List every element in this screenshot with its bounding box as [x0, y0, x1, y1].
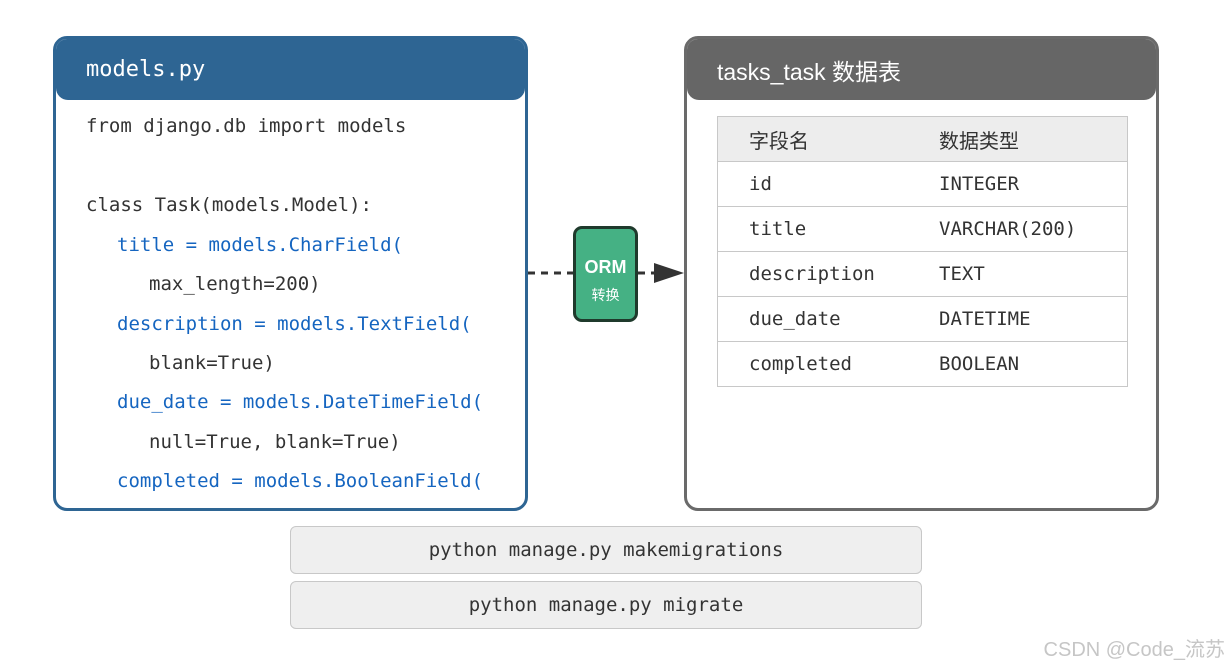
code-line-completed-field: completed = models.BooleanField(	[117, 470, 484, 492]
header-data-type: 数据类型	[939, 116, 1128, 162]
table-header-row: 字段名 数据类型	[717, 116, 1128, 162]
code-line-import: from django.db import models	[86, 115, 407, 137]
makemigrations-command-text: python manage.py makemigrations	[428, 539, 784, 561]
models-py-panel: models.py from django.db import models c…	[53, 36, 528, 511]
migrate-command-text: python manage.py migrate	[468, 594, 744, 616]
makemigrations-command: python manage.py makemigrations	[290, 526, 922, 574]
orm-title: ORM	[584, 257, 627, 277]
code-line-class: class Task(models.Model):	[86, 194, 372, 216]
field-name-cell: completed	[717, 341, 939, 387]
data-type-cell: INTEGER	[939, 161, 1128, 207]
table-row: due_date DATETIME	[717, 296, 1128, 342]
schema-table: 字段名 数据类型 id INTEGER title VARCHAR(200) d…	[717, 116, 1128, 387]
orm-box: ORM 转换	[573, 226, 638, 322]
field-name-cell: due_date	[717, 296, 939, 342]
orm-subtitle: 转换	[591, 288, 620, 304]
models-panel-header: models.py	[56, 39, 525, 100]
database-table-panel: tasks_task 数据表 字段名 数据类型 id INTEGER title…	[684, 36, 1159, 511]
table-panel-header: tasks_task 数据表	[687, 39, 1156, 100]
code-line-due-date-field: due_date = models.DateTimeField(	[117, 391, 484, 413]
data-type-cell: DATETIME	[939, 296, 1128, 342]
table-panel-title: tasks_task 数据表	[717, 58, 902, 85]
code-line-title-arg: max_length=200)	[149, 273, 321, 295]
code-line-title-field: title = models.CharField(	[117, 234, 403, 256]
header-field-name: 字段名	[717, 116, 939, 162]
table-row: id INTEGER	[717, 161, 1128, 207]
data-type-cell: VARCHAR(200)	[939, 206, 1128, 252]
models-panel-title: models.py	[86, 57, 206, 82]
code-line-description-arg: blank=True)	[149, 352, 275, 374]
migrate-command: python manage.py migrate	[290, 581, 922, 629]
table-row: description TEXT	[717, 251, 1128, 297]
code-line-due-date-arg: null=True, blank=True)	[149, 431, 401, 453]
watermark: CSDN @Code_流苏	[1043, 639, 1225, 661]
data-type-cell: TEXT	[939, 251, 1128, 297]
table-row: completed BOOLEAN	[717, 341, 1128, 387]
arrow-head	[654, 263, 684, 283]
code-line-description-field: description = models.TextField(	[117, 313, 472, 335]
data-type-cell: BOOLEAN	[939, 341, 1128, 387]
field-name-cell: title	[717, 206, 939, 252]
field-name-cell: id	[717, 161, 939, 207]
table-row: title VARCHAR(200)	[717, 206, 1128, 252]
field-name-cell: description	[717, 251, 939, 297]
